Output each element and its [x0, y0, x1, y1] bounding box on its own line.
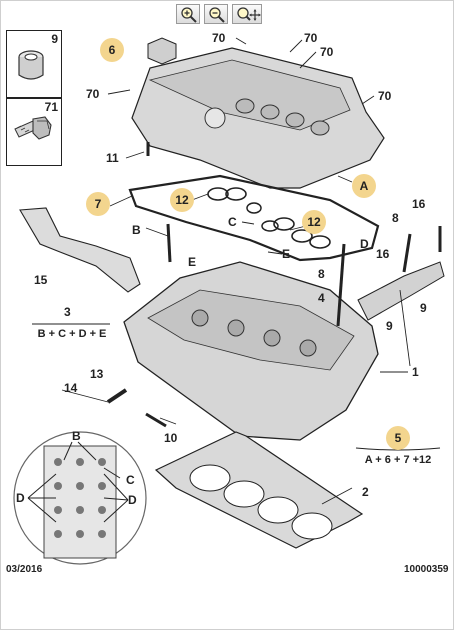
callout-15: 15 — [34, 273, 48, 287]
zoom-toolbar — [176, 4, 262, 26]
callout-3: 3 — [64, 305, 71, 319]
callout-13: 13 — [90, 367, 104, 381]
callout-E: E — [282, 247, 291, 261]
callout-9: 9 — [386, 319, 393, 333]
callout-E: E — [188, 255, 197, 269]
footer-date: 03/2016 — [6, 564, 43, 575]
oil-filler-cap — [147, 37, 177, 65]
callout-C: C — [126, 473, 135, 487]
callout-70: 70 — [320, 45, 334, 59]
cover-gasket — [128, 174, 380, 262]
callout-8: 8 — [318, 267, 325, 281]
callout-B: B — [132, 223, 141, 237]
zoom-out-icon — [209, 7, 225, 23]
callout-D: D — [16, 491, 25, 505]
callout-16: 16 — [412, 197, 426, 211]
callout-8: 8 — [392, 211, 399, 225]
heat-shield — [19, 207, 141, 293]
zoom-out-button[interactable] — [204, 4, 228, 24]
callout-10: 10 — [164, 431, 178, 445]
callout-1: 1 — [412, 365, 419, 379]
badge-7: 7 — [86, 192, 110, 216]
callout-70: 70 — [86, 87, 100, 101]
callout-70: 70 — [212, 31, 226, 45]
bracket — [357, 261, 445, 321]
callout-11: 11 — [106, 151, 119, 165]
formula-right: A + 6 + 7 +12 — [364, 454, 432, 466]
inset-part-71: 71 — [6, 98, 62, 166]
badge-12: 12 — [170, 188, 194, 212]
bolt-icon — [14, 116, 52, 140]
sleeve-icon — [18, 50, 44, 80]
callout-70: 70 — [378, 89, 392, 103]
callout-2: 2 — [362, 485, 369, 499]
inset-number: 9 — [51, 32, 58, 46]
badge-5: 5 — [386, 426, 410, 450]
formula-left: B + C + D + E — [37, 328, 107, 340]
zoom-in-button[interactable] — [176, 4, 200, 24]
zoom-pan-button[interactable] — [232, 4, 262, 24]
inset-part-9: 9 — [6, 30, 62, 98]
callout-C: C — [228, 215, 237, 229]
callout-70: 70 — [304, 31, 318, 45]
inset-number: 71 — [44, 100, 58, 114]
footer-reference: 10000359 — [404, 564, 449, 575]
badge-6: 6 — [100, 38, 124, 62]
callout-4: 4 — [318, 291, 325, 305]
zoom-pan-icon — [237, 7, 261, 21]
callout-D: D — [360, 237, 369, 251]
zoom-in-icon — [181, 7, 197, 23]
badge-A: A — [352, 174, 376, 198]
callout-9: 9 — [420, 301, 427, 315]
callout-14: 14 — [64, 381, 78, 395]
badge-12: 12 — [302, 210, 326, 234]
callout-D: D — [128, 493, 137, 507]
callout-B: B — [72, 429, 81, 443]
callout-16: 16 — [376, 247, 390, 261]
